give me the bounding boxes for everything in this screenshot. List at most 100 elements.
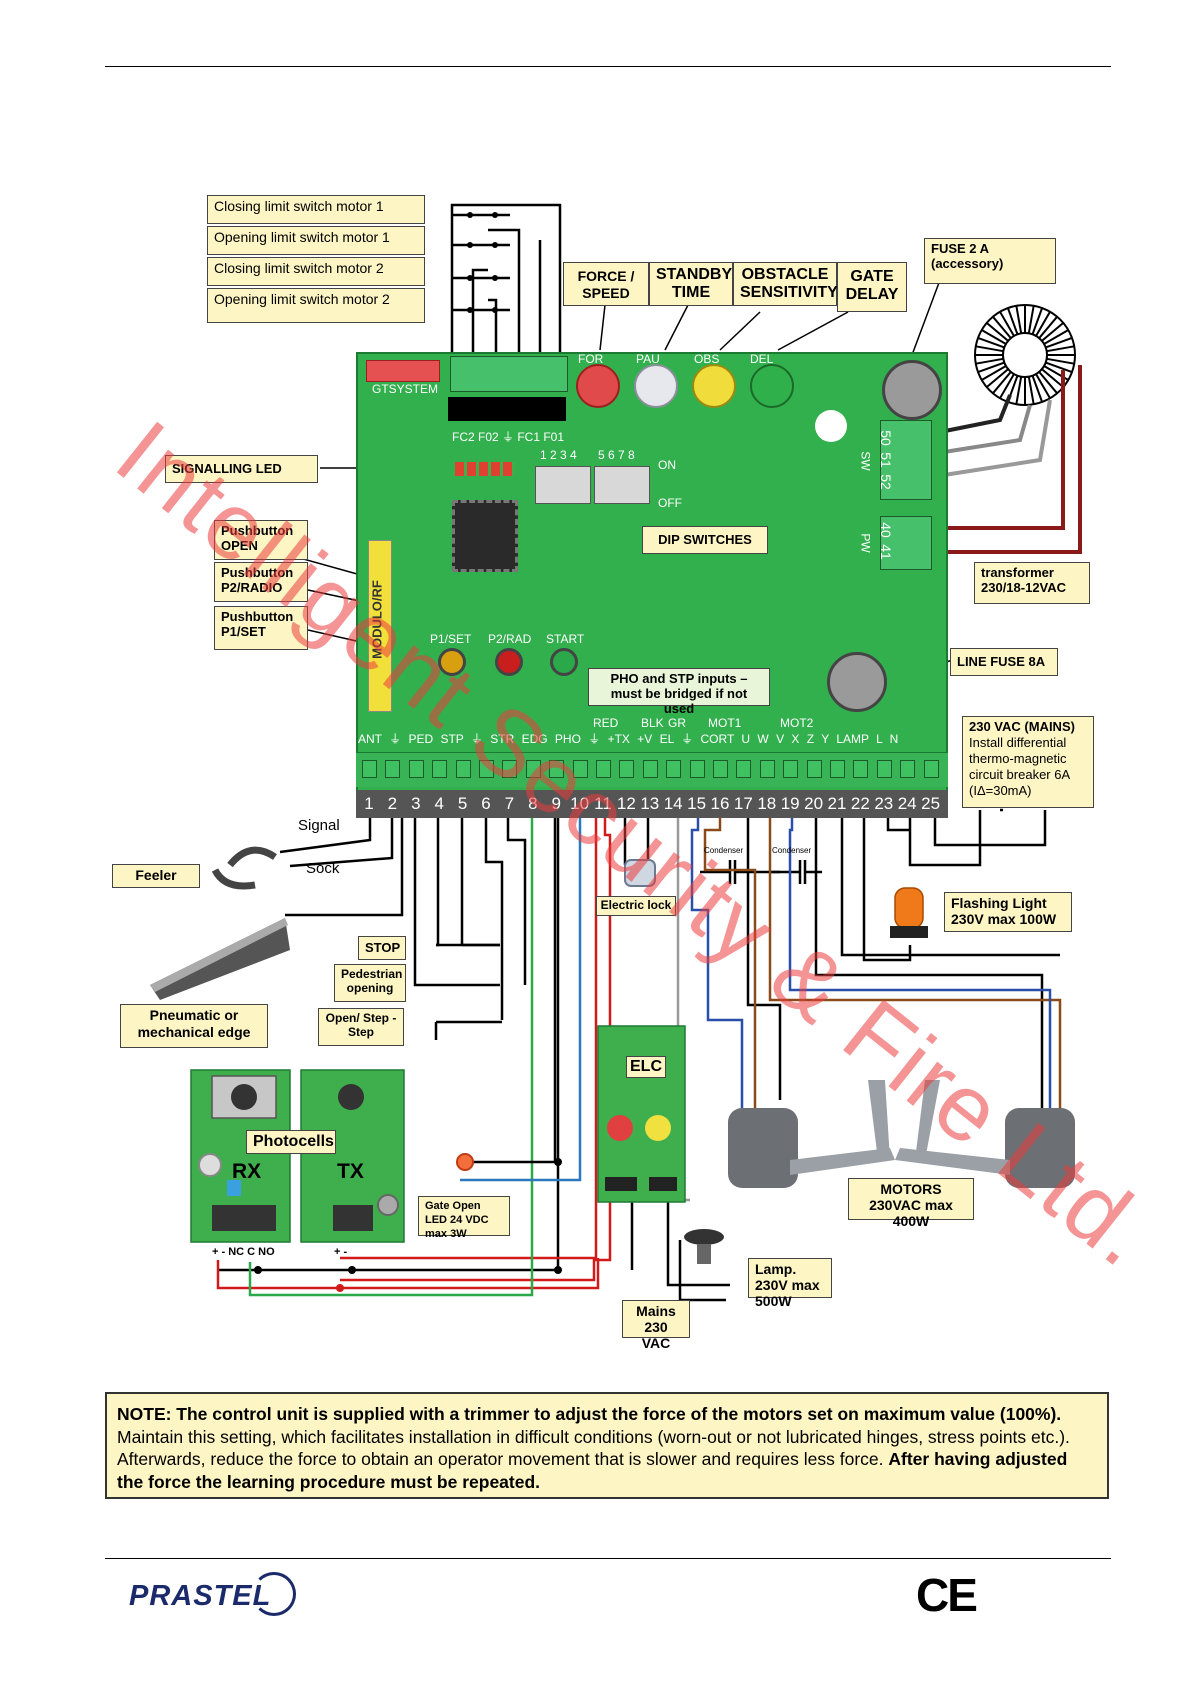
terminal-screw <box>783 760 799 778</box>
dip-switch-1-4[interactable] <box>535 466 591 504</box>
mot1-label: MOT1 <box>708 716 742 730</box>
terminal-screw <box>830 760 845 778</box>
terminal-number: 11 <box>594 794 612 813</box>
toroid-winding <box>1035 311 1051 337</box>
mains-breaker-label: 230 VAC (MAINS) Install differential the… <box>962 716 1094 808</box>
terminal-screw <box>549 760 565 778</box>
stop-label: STOP <box>358 936 406 960</box>
terminal-number-bar <box>356 790 948 818</box>
terminal-screw <box>502 760 518 778</box>
terminal-number: 5 <box>457 794 468 813</box>
terminal-screw <box>619 760 635 778</box>
toroid-winding <box>977 361 1005 374</box>
toroid-winding <box>981 365 1007 381</box>
terminal-number: 17 <box>733 794 753 813</box>
terminal-screw <box>900 760 916 778</box>
toroid-winding <box>1027 376 1035 405</box>
terminal-screw <box>853 760 869 778</box>
footer-rule <box>105 1558 1111 1559</box>
closing-limit-1-label: Closing limit switch motor 1 <box>207 195 425 224</box>
terminal-screw <box>408 760 424 778</box>
force-speed-trimmer[interactable] <box>576 364 620 408</box>
start-button[interactable] <box>550 648 578 676</box>
toroid-winding <box>1038 316 1058 339</box>
toroid-winding <box>986 322 1009 342</box>
sw-terminal-50: 50 <box>877 430 894 446</box>
microcontroller-chip <box>452 500 518 572</box>
pw-label: PW <box>858 533 873 553</box>
dip-switches-label: DIP SWITCHES <box>642 526 768 554</box>
mot2-label: MOT2 <box>780 716 814 730</box>
prastel-logo: PRASTEL <box>116 1566 296 1632</box>
fuse-2a-subtitle: (accessory) <box>931 256 1004 271</box>
obstacle-sensitivity-label: OBSTACLE SENSITIVITY <box>733 262 838 306</box>
terminal-number: 21 <box>827 794 847 813</box>
standby-time-label: STANDBY TIME <box>649 262 733 306</box>
terminal-screw <box>666 760 682 778</box>
terminal-screw <box>362 760 377 778</box>
gr-label: GR <box>668 716 686 730</box>
terminal-number: 22 <box>850 794 870 813</box>
tx-terminals: + - <box>334 1246 348 1258</box>
fuse-2a-holder <box>882 360 942 420</box>
condenser-2-label: Condenser <box>772 846 812 855</box>
terminal-screw <box>806 760 822 778</box>
terminal-screw <box>432 760 448 778</box>
terminal-number: 20 <box>804 794 824 813</box>
signalling-led-row <box>455 462 515 476</box>
top-rule <box>105 66 1111 67</box>
terminal-number: 1 <box>364 794 374 813</box>
gate-delay-trimmer[interactable] <box>750 364 794 408</box>
standby-time-trimmer[interactable] <box>634 364 678 408</box>
toroid-winding <box>975 357 1004 365</box>
btn-start-label: START <box>546 632 585 646</box>
p1-set-button[interactable] <box>438 648 466 676</box>
terminal-screw <box>385 760 401 778</box>
terminal-screw <box>923 760 939 778</box>
toroid-winding <box>977 336 1005 349</box>
terminal-screw <box>596 760 611 778</box>
toroid-winding <box>999 373 1015 399</box>
toroid-winding <box>992 316 1012 339</box>
terminal-number: 16 <box>710 794 730 813</box>
control-board <box>356 352 948 817</box>
terminal-number: 15 <box>687 794 707 813</box>
note-bold-2: After having adjusted the force the lear… <box>117 1449 1068 1492</box>
fuse-2a-label: FUSE 2 A (accessory) <box>924 238 1056 284</box>
trim-for-label: FOR <box>578 352 604 366</box>
limit-switch-connector <box>450 356 568 392</box>
toroid-winding <box>981 329 1007 345</box>
opening-limit-2-label: Opening limit switch motor 2 <box>207 288 425 323</box>
trim-obs-label: OBS <box>694 352 720 366</box>
terminal-number: 2 <box>387 794 398 813</box>
toroid-winding <box>986 368 1009 388</box>
terminal-screw <box>525 760 541 778</box>
electric-lock-label: Electric lock <box>596 896 676 916</box>
btn-p2-label: P2/RAD <box>488 632 532 646</box>
terminal-number: 12 <box>616 794 636 813</box>
force-speed-label: FORCE / SPEED <box>563 262 649 306</box>
prastel-swoosh-icon <box>252 1572 296 1616</box>
fc-labels: FC2 F02 ⏚ FC1 F01 <box>452 430 565 444</box>
terminal-number: 9 <box>551 794 561 813</box>
terminal-number: 25 <box>921 794 941 813</box>
toroid-winding <box>1015 376 1023 405</box>
btn-p1-label: P1/SET <box>430 632 472 646</box>
signalling-led-label: SIGNALLING LED <box>165 455 318 483</box>
dip-on-label: ON <box>658 458 676 472</box>
terminal-screw <box>572 760 588 778</box>
pushbutton-open-label: Pushbutton OPEN <box>214 520 308 560</box>
p2-rad-button[interactable] <box>495 648 523 676</box>
obstacle-sensitivity-trimmer[interactable] <box>692 364 736 408</box>
dip-switch-5-8[interactable] <box>594 466 650 504</box>
motors-label: MOTORS 230VAC max 400W <box>848 1178 974 1229</box>
rx-terminals: + - NC C NO <box>212 1246 275 1258</box>
mains-breaker-body: Install differential thermo-magnetic cir… <box>969 735 1070 798</box>
tx-label: TX <box>337 1160 364 1183</box>
pw-terminal-block <box>880 516 932 570</box>
toroid-winding <box>1015 305 1023 334</box>
dip-5-8-label: 5 6 7 8 <box>598 448 635 462</box>
terminal-screw <box>736 760 752 778</box>
terminal-number: 4 <box>434 794 444 813</box>
